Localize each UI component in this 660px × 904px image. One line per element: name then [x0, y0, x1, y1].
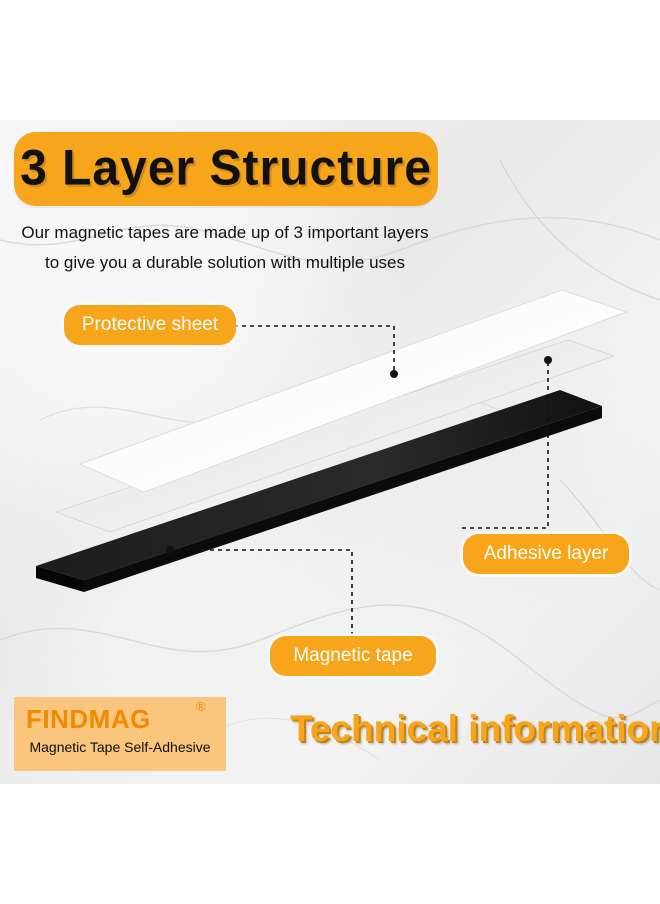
protective-sheet-connector	[226, 325, 395, 372]
label-protective-sheet: Protective sheet	[64, 305, 236, 345]
brand-logo: FINDMAG	[26, 704, 151, 734]
intro-line-2: to give you a durable solution with mult…	[44, 253, 406, 272]
title-banner	[14, 132, 438, 206]
brand-card	[14, 697, 226, 771]
page-title: 3 Layer Structure	[20, 140, 432, 197]
section-heading: Technical information	[290, 708, 660, 749]
magnetic-tape-dot	[166, 546, 174, 554]
brand-subtitle: Magnetic Tape Self-Adhesive	[29, 739, 211, 755]
connector-lines	[170, 325, 549, 634]
protective-sheet-dot	[390, 370, 398, 378]
intro-text: Our magnetic tapes are made up of 3 impo…	[0, 218, 450, 278]
magnetic-tape-connector	[170, 549, 353, 634]
label-adhesive-layer: Adhesive layer	[463, 534, 629, 574]
label-magnetic-tape: Magnetic tape	[270, 636, 436, 676]
magnetic-tape-layer	[36, 390, 602, 592]
adhesive-layer-dot	[544, 356, 552, 364]
intro-line-1: Our magnetic tapes are made up of 3 impo…	[21, 223, 429, 242]
registered-mark: ®	[196, 699, 206, 714]
protective-sheet-layer	[78, 289, 628, 493]
